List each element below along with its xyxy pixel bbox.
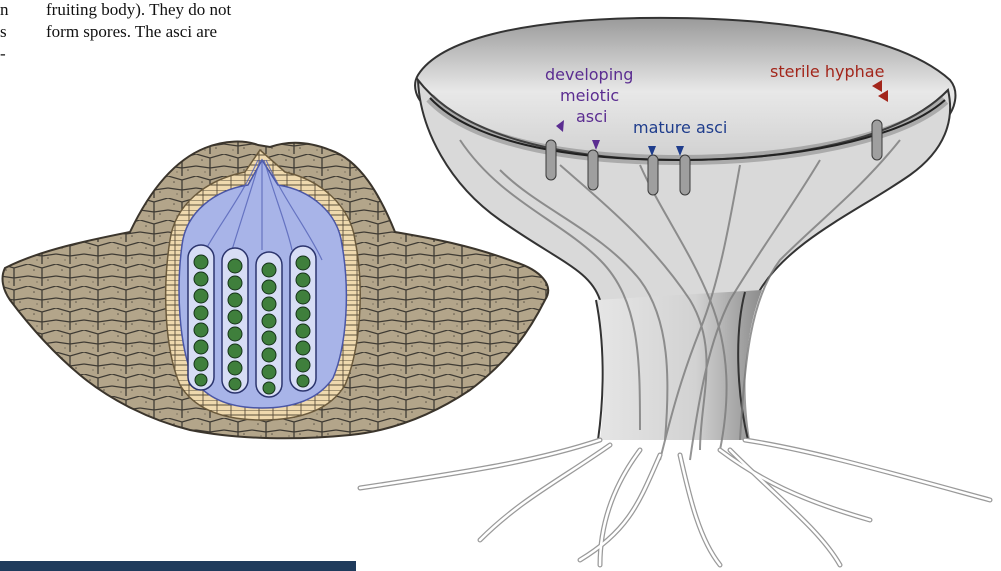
stalk	[596, 290, 762, 440]
label-developing-line3: asci	[576, 107, 607, 126]
root-hyphae	[360, 440, 990, 565]
bottom-banner-bar	[0, 561, 356, 571]
label-developing-line1: developing	[545, 65, 633, 84]
label-mature-asci: mature asci	[633, 118, 727, 137]
label-developing-line2: meiotic	[560, 86, 619, 105]
label-sterile-hyphae: sterile hyphae	[770, 62, 884, 81]
